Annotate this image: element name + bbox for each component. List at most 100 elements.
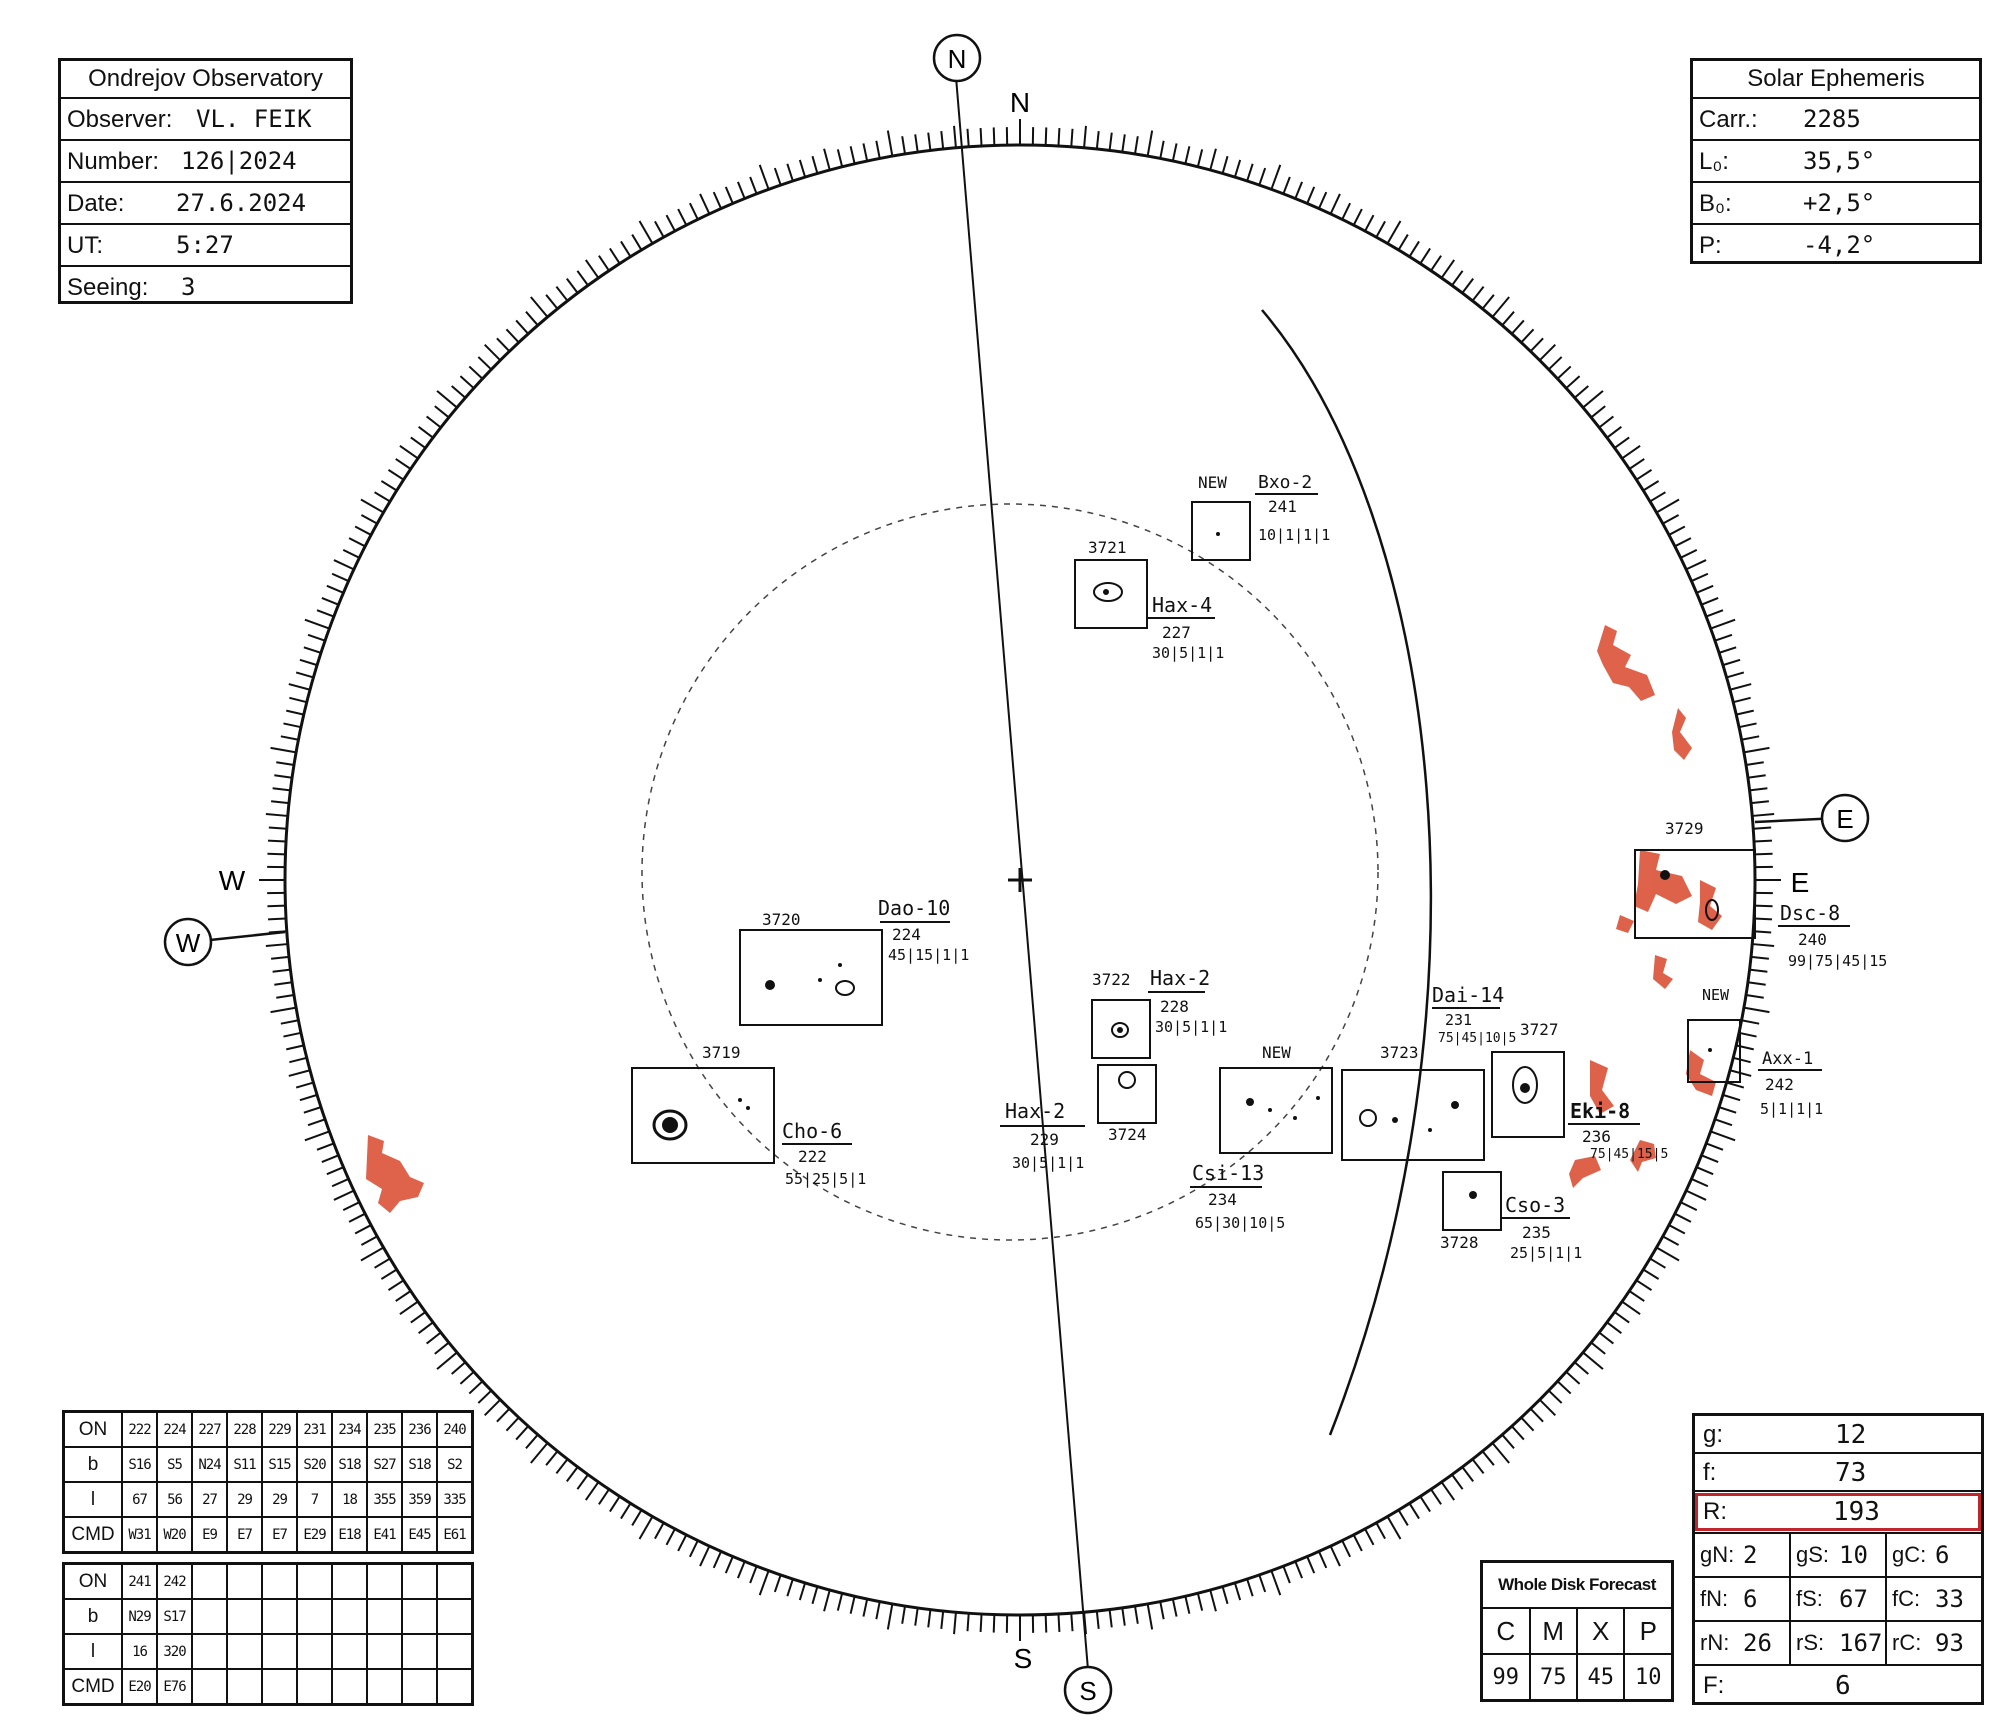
limb-tick (307, 633, 326, 642)
stats-value: 6 (1835, 1671, 1851, 1701)
limb-tick (418, 426, 434, 439)
limb-tick (1070, 1613, 1074, 1632)
table-cell-empty (366, 1668, 403, 1706)
limb-tick (303, 1106, 322, 1114)
limb-tick (530, 296, 549, 318)
group-new: NEW (1262, 1043, 1291, 1062)
table-cell: 359 (401, 1481, 438, 1518)
row-value: -4,2° (1803, 231, 1876, 259)
limb-tick (267, 904, 286, 908)
group-box-234 (1219, 1067, 1333, 1154)
limb-tick (1408, 240, 1420, 258)
limb-tick (387, 469, 405, 481)
spot-234-d (1316, 1096, 1320, 1100)
limb-tick (1726, 1081, 1745, 1089)
limb-tick (276, 761, 295, 767)
table-cell: 29 (226, 1481, 263, 1518)
limb-tick (515, 319, 529, 335)
limb-tick (1628, 1290, 1645, 1302)
table-cell-empty (226, 1633, 263, 1670)
limb-tick (342, 1201, 360, 1211)
limb-tick (316, 609, 335, 618)
limb-tick (1754, 852, 1773, 856)
limb-tick (1668, 525, 1686, 536)
limb-tick (992, 1614, 996, 1633)
table-cell: 229 (261, 1410, 298, 1448)
table-cell: W31 (121, 1516, 158, 1554)
limb-tick (1710, 618, 1736, 630)
south-circle-label: S (1079, 1676, 1096, 1706)
limb-tick (862, 1598, 869, 1617)
limb-tick (1574, 385, 1589, 399)
limb-tick (1696, 1166, 1714, 1176)
limb-tick (1735, 1044, 1754, 1051)
ephemeris-row: P:-4,2° (1693, 225, 1979, 265)
table-cell-empty (366, 1562, 403, 1600)
limb-tick (1318, 1551, 1328, 1569)
limb-tick (525, 1434, 539, 1449)
limb-tick (387, 1279, 405, 1291)
limb-tick (1718, 1106, 1737, 1114)
limb-tick (1701, 1154, 1719, 1164)
limb-tick (1539, 344, 1556, 361)
limb-tick (620, 1502, 632, 1520)
spot-3720-d (835, 980, 855, 996)
limb-tick (348, 537, 366, 548)
east-circle-label: E (1836, 804, 1853, 834)
limb-tick (1246, 163, 1254, 182)
limb-tick (1471, 1458, 1485, 1474)
limb-tick (786, 163, 794, 182)
limb-tick (712, 191, 722, 209)
table-cell: E76 (156, 1668, 193, 1706)
limb-tick (1548, 356, 1563, 371)
table-cell: E61 (436, 1516, 474, 1554)
group-id: 242 (1765, 1075, 1794, 1094)
stats-grid-label: fS: (1796, 1586, 1823, 1611)
group-id: 231 (1445, 1011, 1472, 1029)
limb-tick (609, 247, 621, 265)
limb-tick (276, 993, 295, 999)
limb-tick (1375, 220, 1386, 238)
limb-tick (598, 255, 610, 272)
limb-tick (979, 1613, 983, 1633)
limb-tick (299, 658, 318, 667)
limb-tick (283, 1031, 302, 1038)
group-box-3721 (1074, 559, 1148, 629)
limb-tick (1674, 1212, 1692, 1223)
limb-tick (1419, 1495, 1431, 1513)
limb-tick (638, 1516, 654, 1540)
limb-tick (354, 1224, 372, 1235)
limb-tick (1159, 140, 1165, 159)
table-cell-empty (191, 1633, 228, 1670)
spot-3720-a (765, 980, 775, 990)
table-row-label: CMD (62, 1668, 123, 1706)
west-circle (163, 917, 213, 967)
spot-3728 (1469, 1191, 1477, 1199)
limb-tick (1057, 127, 1061, 147)
limb-tick (1743, 1006, 1770, 1014)
limb-tick (1419, 247, 1431, 265)
limb-tick (1070, 128, 1074, 147)
row-label: Observer: (67, 106, 173, 133)
limb-tick (271, 800, 290, 805)
limb-tick (1662, 1235, 1680, 1246)
limb-tick (966, 1613, 970, 1632)
row-label: Date: (67, 190, 125, 217)
limb-tick (566, 1466, 579, 1482)
limb-tick (436, 1351, 458, 1370)
limb-tick (1306, 186, 1316, 204)
row-value: +2,5° (1803, 189, 1876, 217)
forecast-header: C (1480, 1607, 1531, 1655)
table-cell: 56 (156, 1481, 193, 1518)
table-cell: S27 (366, 1446, 403, 1483)
limb-tick (1642, 480, 1660, 492)
table-cell: 231 (296, 1410, 333, 1448)
limb-tick (886, 1603, 894, 1630)
limb-tick (1635, 469, 1653, 481)
limb-tick (576, 270, 589, 286)
spot-3722 (1111, 1022, 1129, 1038)
